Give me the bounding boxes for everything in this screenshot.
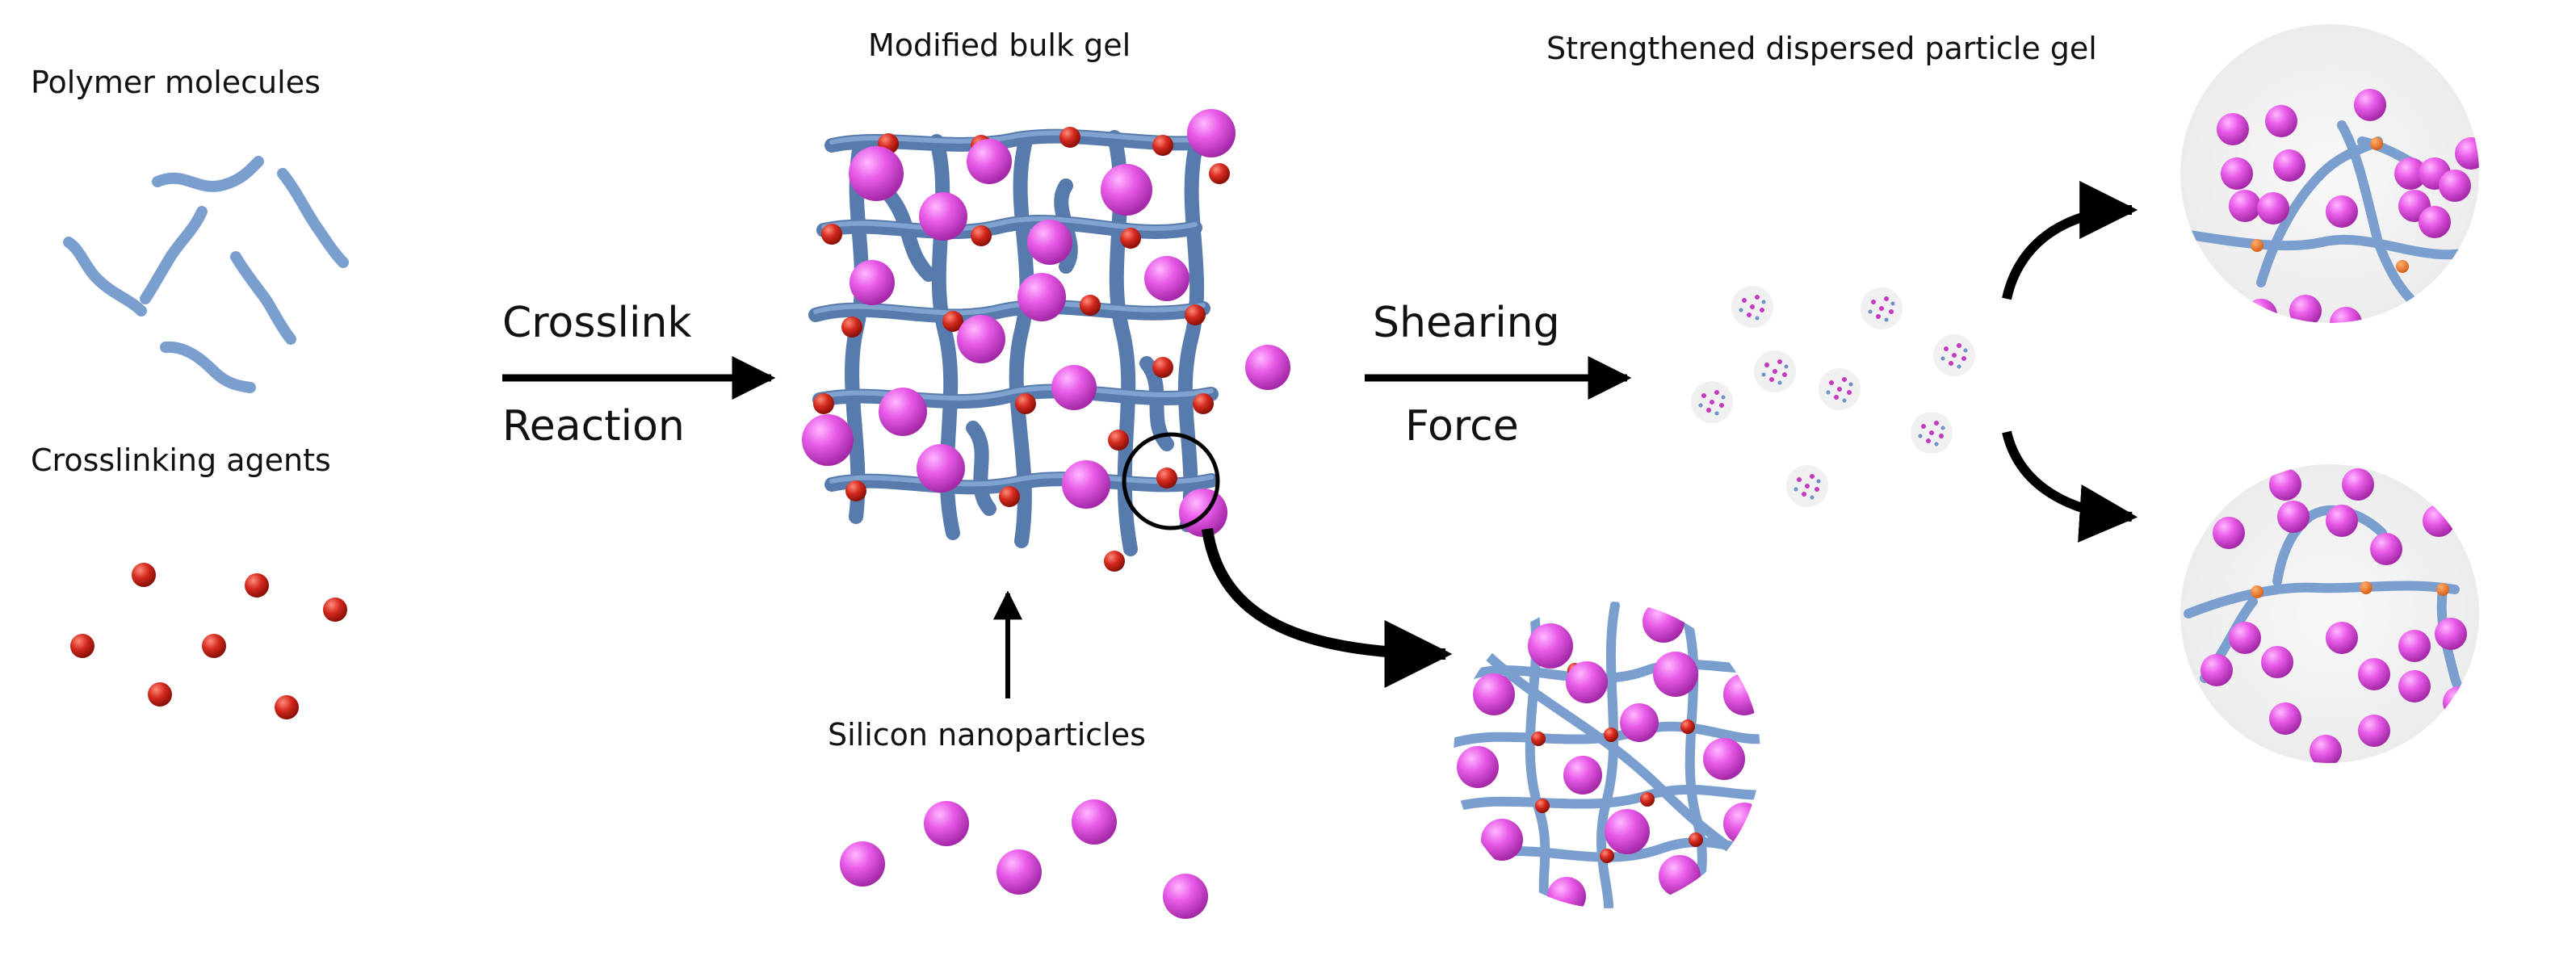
nanoparticle-sphere-icon — [967, 139, 1012, 184]
label-polymer-molecules: Polymer molecules — [31, 65, 321, 100]
crosslinker-sphere-icon — [323, 598, 347, 622]
crosslinker-sphere-icon — [1059, 127, 1080, 148]
crosslinker-sphere-icon — [1015, 393, 1036, 414]
crosslinker-sphere-icon — [1209, 163, 1230, 184]
crosslinker-sphere-icon — [971, 225, 992, 246]
nanoparticle-sphere-icon — [850, 260, 895, 305]
nanoparticle-sphere-icon — [1051, 365, 1097, 410]
nanoparticle-sphere-icon — [879, 388, 927, 436]
nanoparticle-sphere-icon — [849, 146, 904, 201]
magnified-detail — [1454, 602, 1760, 908]
lower-curved-arrow — [2002, 430, 2138, 543]
polymer-chain-icon — [277, 168, 349, 268]
crosslinker-sphere-icon — [841, 317, 862, 338]
crosslinker-sphere-icon — [1152, 357, 1173, 378]
magnifier-circle — [1122, 432, 1220, 530]
nanoparticle-sphere-icon — [924, 801, 969, 846]
particle-cluster — [1754, 350, 1796, 392]
crosslinker-sphere-icon — [999, 486, 1020, 507]
label-force: Force — [1405, 402, 1519, 451]
nanoparticle-sphere-icon — [1163, 874, 1208, 919]
label-crosslinking-agents: Crosslinking agents — [31, 442, 331, 478]
crosslinker-sphere-icon — [1193, 393, 1214, 414]
polymer-chain-icon — [152, 156, 264, 192]
crosslinker-sphere-icon — [813, 393, 834, 414]
upper-curved-arrow — [2002, 181, 2138, 300]
polymer-chain-icon — [140, 206, 208, 304]
label-modified-bulk-gel: Modified bulk gel — [868, 27, 1131, 63]
crosslinking-agents-group — [70, 563, 347, 719]
label-silicon-nanoparticles: Silicon nanoparticles — [828, 717, 1146, 753]
nanoparticle-sphere-icon — [840, 841, 885, 887]
particle-cluster — [1786, 465, 1828, 507]
label-crosslink: Crosslink — [502, 299, 692, 347]
polymer-chain-icon — [230, 251, 296, 345]
nanoparticle-sphere-icon — [1017, 273, 1066, 321]
label-strengthened-gel: Strengthened dispersed particle gel — [1546, 31, 2097, 66]
crosslinker-sphere-icon — [275, 695, 299, 719]
crosslinker-sphere-icon — [148, 682, 172, 707]
nanoparticle-sphere-icon — [996, 849, 1042, 895]
crosslinker-sphere-icon — [245, 573, 269, 598]
crosslinker-sphere-icon — [942, 311, 963, 332]
nanoparticle-sphere-icon — [1072, 799, 1117, 845]
crosslinker-sphere-icon — [132, 563, 156, 587]
crosslinker-sphere-icon — [1156, 468, 1177, 488]
crosslinker-sphere-icon — [202, 634, 226, 658]
nanoparticle-sphere-icon — [1027, 220, 1072, 265]
particle-cluster — [1911, 412, 1953, 454]
magnify-arrow — [1202, 528, 1453, 688]
polymer-chain-icon — [160, 341, 256, 393]
lower-magnified-circle — [2180, 464, 2479, 763]
crosslinker-sphere-icon — [1120, 228, 1141, 249]
crosslinker-sphere-icon — [821, 224, 842, 245]
nanoparticle-sphere-icon — [802, 414, 854, 466]
nanoparticle-sphere-icon — [1144, 256, 1189, 301]
nanoparticle-sphere-icon — [1101, 164, 1152, 216]
crosslinker-sphere-icon — [1185, 304, 1206, 325]
particle-cluster — [1933, 334, 1975, 376]
nanoparticle-sphere-icon — [1062, 460, 1110, 509]
crosslinker-sphere-icon — [70, 634, 94, 658]
particle-cluster — [1731, 286, 1773, 328]
particle-cluster — [1691, 381, 1733, 423]
polymer-chain-icon — [63, 237, 147, 317]
silicon-nanoparticles-group — [840, 799, 1208, 919]
nanoparticle-sphere-icon — [1187, 109, 1236, 157]
label-reaction: Reaction — [502, 402, 685, 451]
modified-bulk-gel-network — [802, 109, 1290, 572]
nanoparticle-sphere-icon — [1245, 345, 1290, 390]
upper-magnified-circle — [2180, 24, 2479, 323]
crosslinker-sphere-icon — [845, 480, 866, 501]
label-shearing: Shearing — [1373, 299, 1560, 347]
dispersed-particle-clusters — [1691, 286, 1975, 507]
particle-cluster — [1861, 287, 1903, 329]
nanoparticle-sphere-icon — [917, 444, 965, 493]
particle-cluster — [1819, 368, 1861, 410]
crosslinker-sphere-icon — [1108, 430, 1129, 451]
nanoparticle-sphere-icon — [957, 315, 1005, 363]
crosslinker-sphere-icon — [1152, 135, 1173, 156]
polymer-molecules-group — [63, 156, 349, 393]
nanoparticle-sphere-icon — [919, 192, 967, 241]
crosslinker-sphere-icon — [1104, 551, 1125, 572]
crosslinker-sphere-icon — [1080, 295, 1101, 316]
